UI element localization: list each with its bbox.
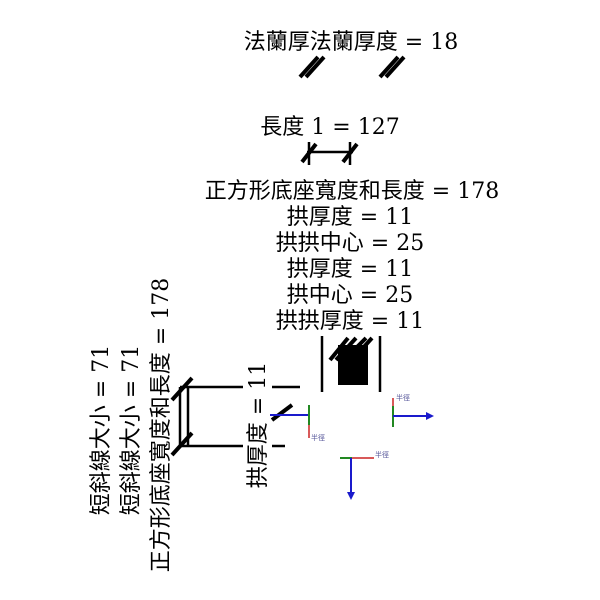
stacked-ticks [320,336,382,392]
flange-ticks [298,55,406,79]
dim-arch-center-a[interactable]: 拱拱中心 = 25 [276,231,424,256]
dim-arch-thickness-side[interactable]: 拱厚度 = 11 [246,362,271,488]
dim-square-base-side[interactable]: 正方形底座寬度和長度 = 178 [149,278,174,572]
dim-length-1[interactable]: 長度 1 = 127 [260,115,399,140]
side-dimension-lines [170,376,300,457]
axis-triad-2: 半徑 [392,393,434,427]
axis-label-1: 半徑 [311,433,325,442]
axis-label-2: 半徑 [396,393,410,402]
dim-short-slash-a[interactable]: 短斜線大小 = 71 [89,345,114,515]
axis-label-3: 半徑 [375,450,389,459]
axis-triad-3: 半徑 [340,450,389,500]
length-1-dimension-line [300,142,359,165]
dim-flange-thickness[interactable]: 法蘭厚法蘭厚度 = 18 [244,30,458,55]
axis-triad-1: 半徑 [270,405,325,442]
dim-arch-thickness-c[interactable]: 拱拱厚度 = 11 [276,309,424,334]
dim-arch-center-b[interactable]: 拱中心 = 25 [287,283,413,308]
dim-short-slash-b[interactable]: 短斜線大小 = 71 [119,345,144,515]
dim-arch-thickness-a[interactable]: 拱厚度 = 11 [287,205,413,230]
dim-square-base-top[interactable]: 正方形底座寬度和長度 = 178 [205,179,499,204]
dim-arch-thickness-b[interactable]: 拱厚度 = 11 [287,257,413,282]
